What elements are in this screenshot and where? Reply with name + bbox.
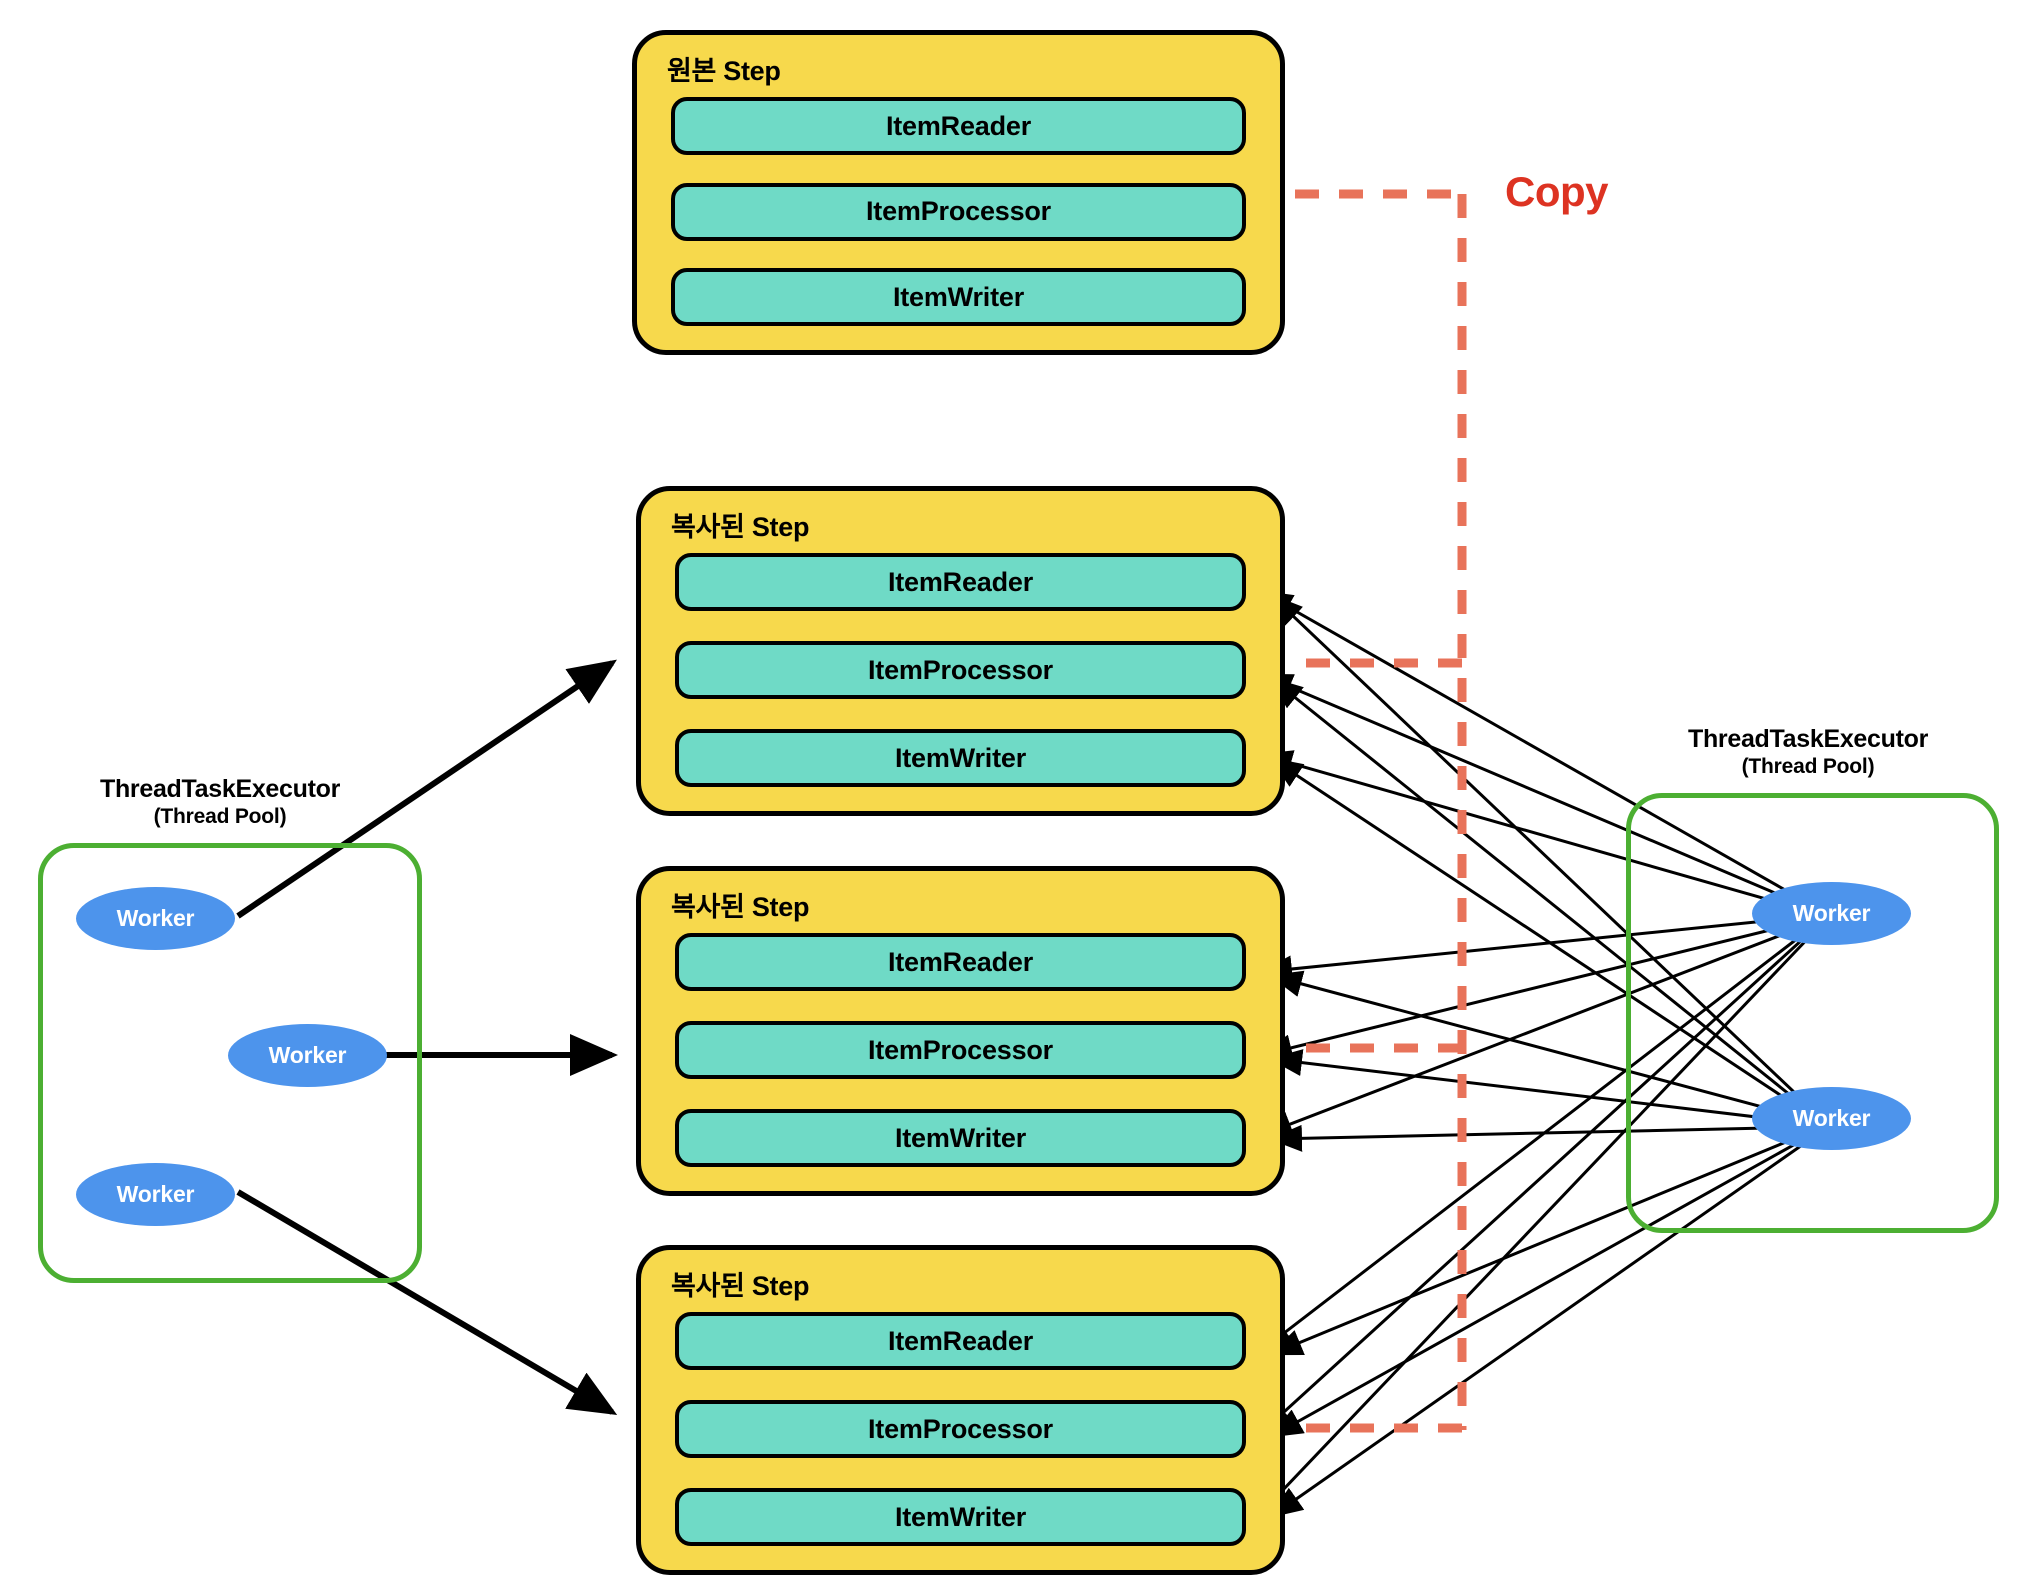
left-worker-3[interactable]: Worker (76, 1163, 235, 1226)
right-executor-subtitle: (Thread Pool) (1741, 754, 1875, 778)
copied-step-title-1: 복사된 Step (671, 512, 810, 542)
component-item-processor[interactable]: ItemProcessor (675, 641, 1246, 699)
component-item-reader[interactable]: ItemReader (675, 1312, 1246, 1370)
right-executor-box[interactable] (1626, 793, 1999, 1233)
component-item-processor[interactable]: ItemProcessor (675, 1400, 1246, 1458)
left-executor-subtitle: (Thread Pool) (153, 804, 287, 828)
copied-step-3-components: ItemReader ItemProcessor ItemWriter (675, 1312, 1246, 1546)
left-executor-caption: ThreadTaskExecutor (Thread Pool) (30, 775, 410, 829)
copied-step-box-2[interactable]: 복사된 Step ItemReader ItemProcessor ItemWr… (636, 866, 1285, 1196)
original-step-box[interactable]: 원본 Step ItemReader ItemProcessor ItemWri… (632, 30, 1285, 355)
component-item-reader[interactable]: ItemReader (675, 553, 1246, 611)
right-executor-caption: ThreadTaskExecutor (Thread Pool) (1618, 725, 1998, 779)
copied-step-title-3: 복사된 Step (671, 1271, 810, 1301)
original-step-components: ItemReader ItemProcessor ItemWriter (671, 97, 1246, 326)
component-item-writer[interactable]: ItemWriter (671, 268, 1246, 326)
copy-label: Copy (1505, 168, 1609, 215)
component-item-reader[interactable]: ItemReader (671, 97, 1246, 155)
left-executor-title: ThreadTaskExecutor (99, 775, 341, 803)
copied-step-1-components: ItemReader ItemProcessor ItemWriter (675, 553, 1246, 787)
component-item-processor[interactable]: ItemProcessor (671, 182, 1246, 241)
left-executor-box[interactable] (38, 843, 422, 1283)
component-item-writer[interactable]: ItemWriter (675, 729, 1246, 787)
copied-step-title-2: 복사된 Step (671, 892, 810, 922)
component-item-processor[interactable]: ItemProcessor (675, 1021, 1246, 1079)
copied-step-box-3[interactable]: 복사된 Step ItemReader ItemProcessor ItemWr… (636, 1245, 1285, 1575)
component-item-writer[interactable]: ItemWriter (675, 1488, 1246, 1546)
original-step-title: 원본 Step (667, 56, 781, 86)
copied-step-box-1[interactable]: 복사된 Step ItemReader ItemProcessor ItemWr… (636, 486, 1285, 816)
copy-dashed-connector (1295, 189, 1467, 1433)
component-item-writer[interactable]: ItemWriter (675, 1109, 1246, 1167)
left-worker-2[interactable]: Worker (228, 1024, 387, 1087)
left-worker-1[interactable]: Worker (76, 887, 235, 950)
component-item-reader[interactable]: ItemReader (675, 933, 1246, 991)
right-worker-1[interactable]: Worker (1752, 882, 1911, 945)
right-executor-title: ThreadTaskExecutor (1687, 725, 1929, 753)
copied-step-2-components: ItemReader ItemProcessor ItemWriter (675, 933, 1246, 1167)
right-worker-2[interactable]: Worker (1752, 1087, 1911, 1150)
